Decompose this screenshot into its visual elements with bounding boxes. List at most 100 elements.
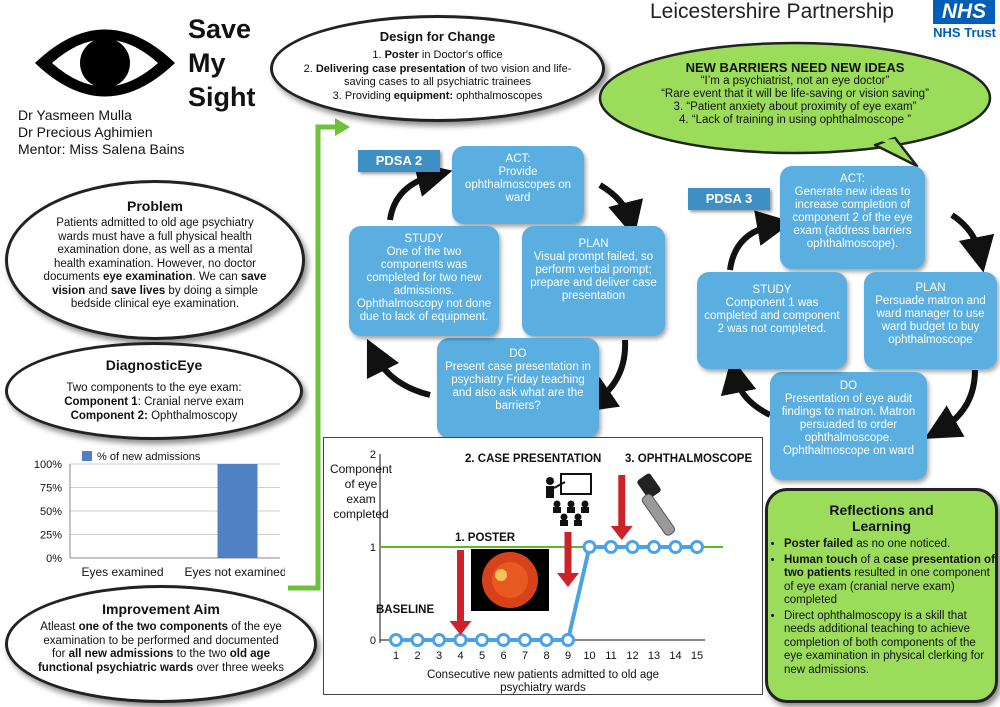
audience-head [581,500,589,508]
pdsa3-cycle-arrows [720,210,995,439]
author-2: Dr Precious Aghimien [18,124,153,140]
component-1: Component 1: Cranial nerve exam [64,396,244,408]
barrier-4: 4. “Lack of training in using ophthalmos… [678,114,912,126]
data-point [668,540,683,554]
barriers-bubble-shape [598,41,992,168]
pdsa2-act: ACT:Provide ophthalmoscopes on ward [452,146,584,224]
y-tick-label: 2 [370,449,376,461]
x-tick-label: 11 [605,650,616,662]
audience-head [574,513,582,521]
green-connector-arrow [288,118,350,591]
mentor: Mentor: Miss Salena Bains [18,141,185,157]
x-tick-label: 14 [669,650,681,662]
title-line-1: Save [188,14,252,44]
optic-disc [495,569,507,581]
poster-arrow-shaft [457,550,464,621]
data-point [518,633,532,647]
reflections-box: Reflections and Learning Poster failed a… [765,488,998,703]
case-arrow-shaft [564,532,572,573]
diagnostic-eye-ellipse: DiagnosticEye Two components to the eye … [5,342,303,440]
audience-body [560,520,568,526]
eye-icon [35,29,175,97]
data-point [625,540,640,554]
presentation-icon [546,473,592,526]
legend-swatch [82,451,92,461]
baseline-label: BASELINE [376,604,434,616]
data-point [432,633,446,647]
x-tick-label: 10 [583,650,595,662]
bar [217,464,258,558]
title-line-3: Sight [188,82,256,112]
problem-ellipse: Problem Patients admitted to old age psy… [5,180,305,340]
ophth-arrow-head [610,526,633,540]
aim-text: Atleast one of the two components of the… [37,621,285,674]
retina-photo [471,549,549,611]
reflection-2: Human touch of a case presentation of tw… [784,554,995,608]
reflections-title: Reflections and Learning [829,502,934,534]
reflection-3: Direct ophthalmoscopy is a skill that ne… [784,610,995,678]
ophthalmoscope-handle [641,493,676,536]
org-name: Leicestershire Partnership [650,0,894,23]
pdsa3-tag: PDSA 3 [688,188,770,210]
ophthalmoscope-icon [637,473,676,536]
y-tick-label: 0% [46,553,62,565]
x-tick-label: 9 [565,650,571,662]
poster-arrow-head [449,621,472,635]
pdsa2-cycle-arrows [366,161,644,413]
reflections-list: Poster failed as no one noticed. Human t… [768,538,995,677]
audience-body [581,507,589,513]
legend-label: % of new admissions [97,451,201,463]
design-items: 1. Poster in Doctor's office 2. Deliveri… [303,49,572,103]
barrier-3: 3. “Patient anxiety about proximity of e… [673,101,917,113]
x-tick-label: 12 [626,650,638,662]
ophth-arrow-shaft [618,475,626,526]
case-arrow-head [557,573,579,587]
y-tick-label: 50% [40,506,62,518]
x-axis-label: Consecutive new patients admitted to old… [427,669,659,694]
y-tick-label: 25% [40,530,62,542]
nhs-logo: Leicestershire Partnership NHS NHS Trust [650,0,996,40]
audience-head [560,513,568,521]
x-tick-label: 1 [393,650,399,662]
title-line-2: My [188,48,226,78]
y-tick-label: 75% [40,483,62,495]
x-tick-label: 13 [648,650,660,662]
data-point [582,540,597,554]
barriers-text: NEW BARRIERS NEED NEW IDEAS “I’m a psych… [615,61,975,127]
problem-title: Problem [126,198,183,214]
design-item-1: 1. Poster in Doctor's office [372,49,503,61]
data-point [647,540,661,554]
x-tick-label: 4 [457,650,463,662]
data-point [561,633,575,647]
aim-title: Improvement Aim [102,601,220,617]
case-presentation-label: 2. CASE PRESENTATION [465,453,601,465]
data-point [496,633,511,647]
data-point [475,633,489,647]
reflection-1: Poster failed as no one noticed. [784,538,995,552]
data-point [604,540,618,554]
pointer [553,481,566,489]
authors: Dr Yasmeen Mulla Dr Precious Aghimien Me… [18,107,185,158]
barriers-title: NEW BARRIERS NEED NEW IDEAS [685,60,905,75]
ophthalmoscope-label: 3. OPHTHALMOSCOPE [625,453,752,465]
design-for-change: Design for Change 1. Poster in Doctor's … [270,15,605,122]
data-point [410,633,425,647]
pdsa2-tag: PDSA 2 [358,150,440,172]
y-tick-label: 1 [370,542,376,554]
audience-head [553,500,561,508]
retina-inner [492,562,528,598]
x-tick-label: 8 [543,650,549,662]
board [560,473,592,495]
nhs-badge: NHS [933,0,995,24]
diag-text: Two components to the eye exam: Componen… [8,381,300,423]
x-tick-label: 3 [436,650,442,662]
x-category-label: Eyes examined [81,565,163,579]
x-tick-label: 2 [414,650,420,662]
x-tick-label: 5 [479,650,485,662]
